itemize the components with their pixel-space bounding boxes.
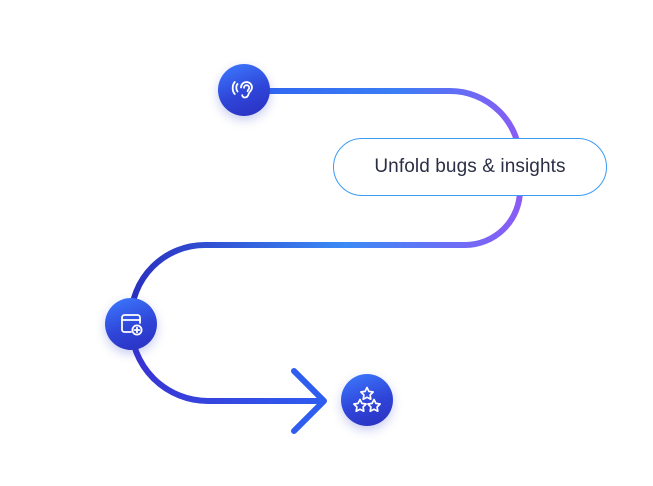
step-label-pill: Unfold bugs & insights (333, 138, 607, 196)
rate-node (341, 374, 393, 426)
stars-icon (351, 384, 383, 416)
path-segment-bottom (128, 321, 323, 404)
add-node (105, 298, 157, 350)
step-label-text: Unfold bugs & insights (374, 156, 566, 177)
window-add-icon (117, 310, 145, 338)
path-segment-middle (128, 173, 523, 322)
arrow-head (291, 368, 327, 434)
ear-icon (230, 76, 258, 104)
listen-node (218, 64, 270, 116)
